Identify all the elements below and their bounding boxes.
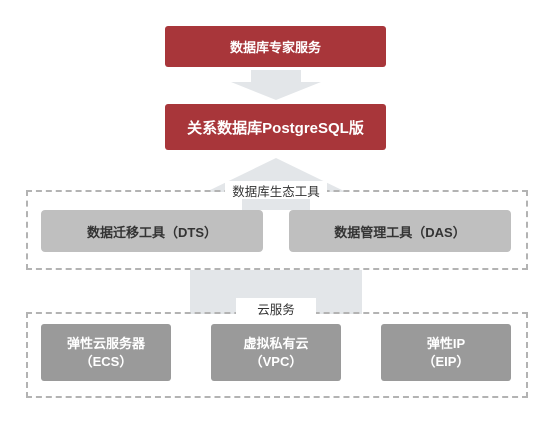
dts-tool-label: 数据迁移工具（DTS） xyxy=(86,224,217,240)
das-tool-label: 数据管理工具（DAS） xyxy=(334,224,466,240)
ecs-service-name: 弹性云服务器 xyxy=(66,335,145,351)
dts-tool-box: 数据迁移工具（DTS） xyxy=(41,210,263,252)
vpc-service-abbr: （VPC） xyxy=(249,353,303,369)
ecosystem-tools-title: 数据库生态工具 xyxy=(225,181,327,199)
postgresql-product-label: 关系数据库PostgreSQL版 xyxy=(187,119,364,137)
eip-service-abbr: （EIP） xyxy=(422,353,470,369)
das-tool-box: 数据管理工具（DAS） xyxy=(289,210,511,252)
eip-service-box: 弹性IP （EIP） xyxy=(381,324,511,381)
vpc-service-box: 虚拟私有云 （VPC） xyxy=(211,324,341,381)
ecs-service-box: 弹性云服务器 （ECS） xyxy=(41,324,171,381)
vpc-service-name: 虚拟私有云 xyxy=(243,335,309,351)
eip-service-name: 弹性IP xyxy=(426,335,466,351)
cloud-services-title: 云服务 xyxy=(236,298,316,318)
expert-service-label: 数据库专家服务 xyxy=(229,40,321,55)
postgresql-product-box: 关系数据库PostgreSQL版 xyxy=(165,104,386,150)
expert-service-box: 数据库专家服务 xyxy=(165,26,386,67)
ecs-service-abbr: （ECS） xyxy=(79,353,133,369)
down-arrow xyxy=(231,70,321,100)
